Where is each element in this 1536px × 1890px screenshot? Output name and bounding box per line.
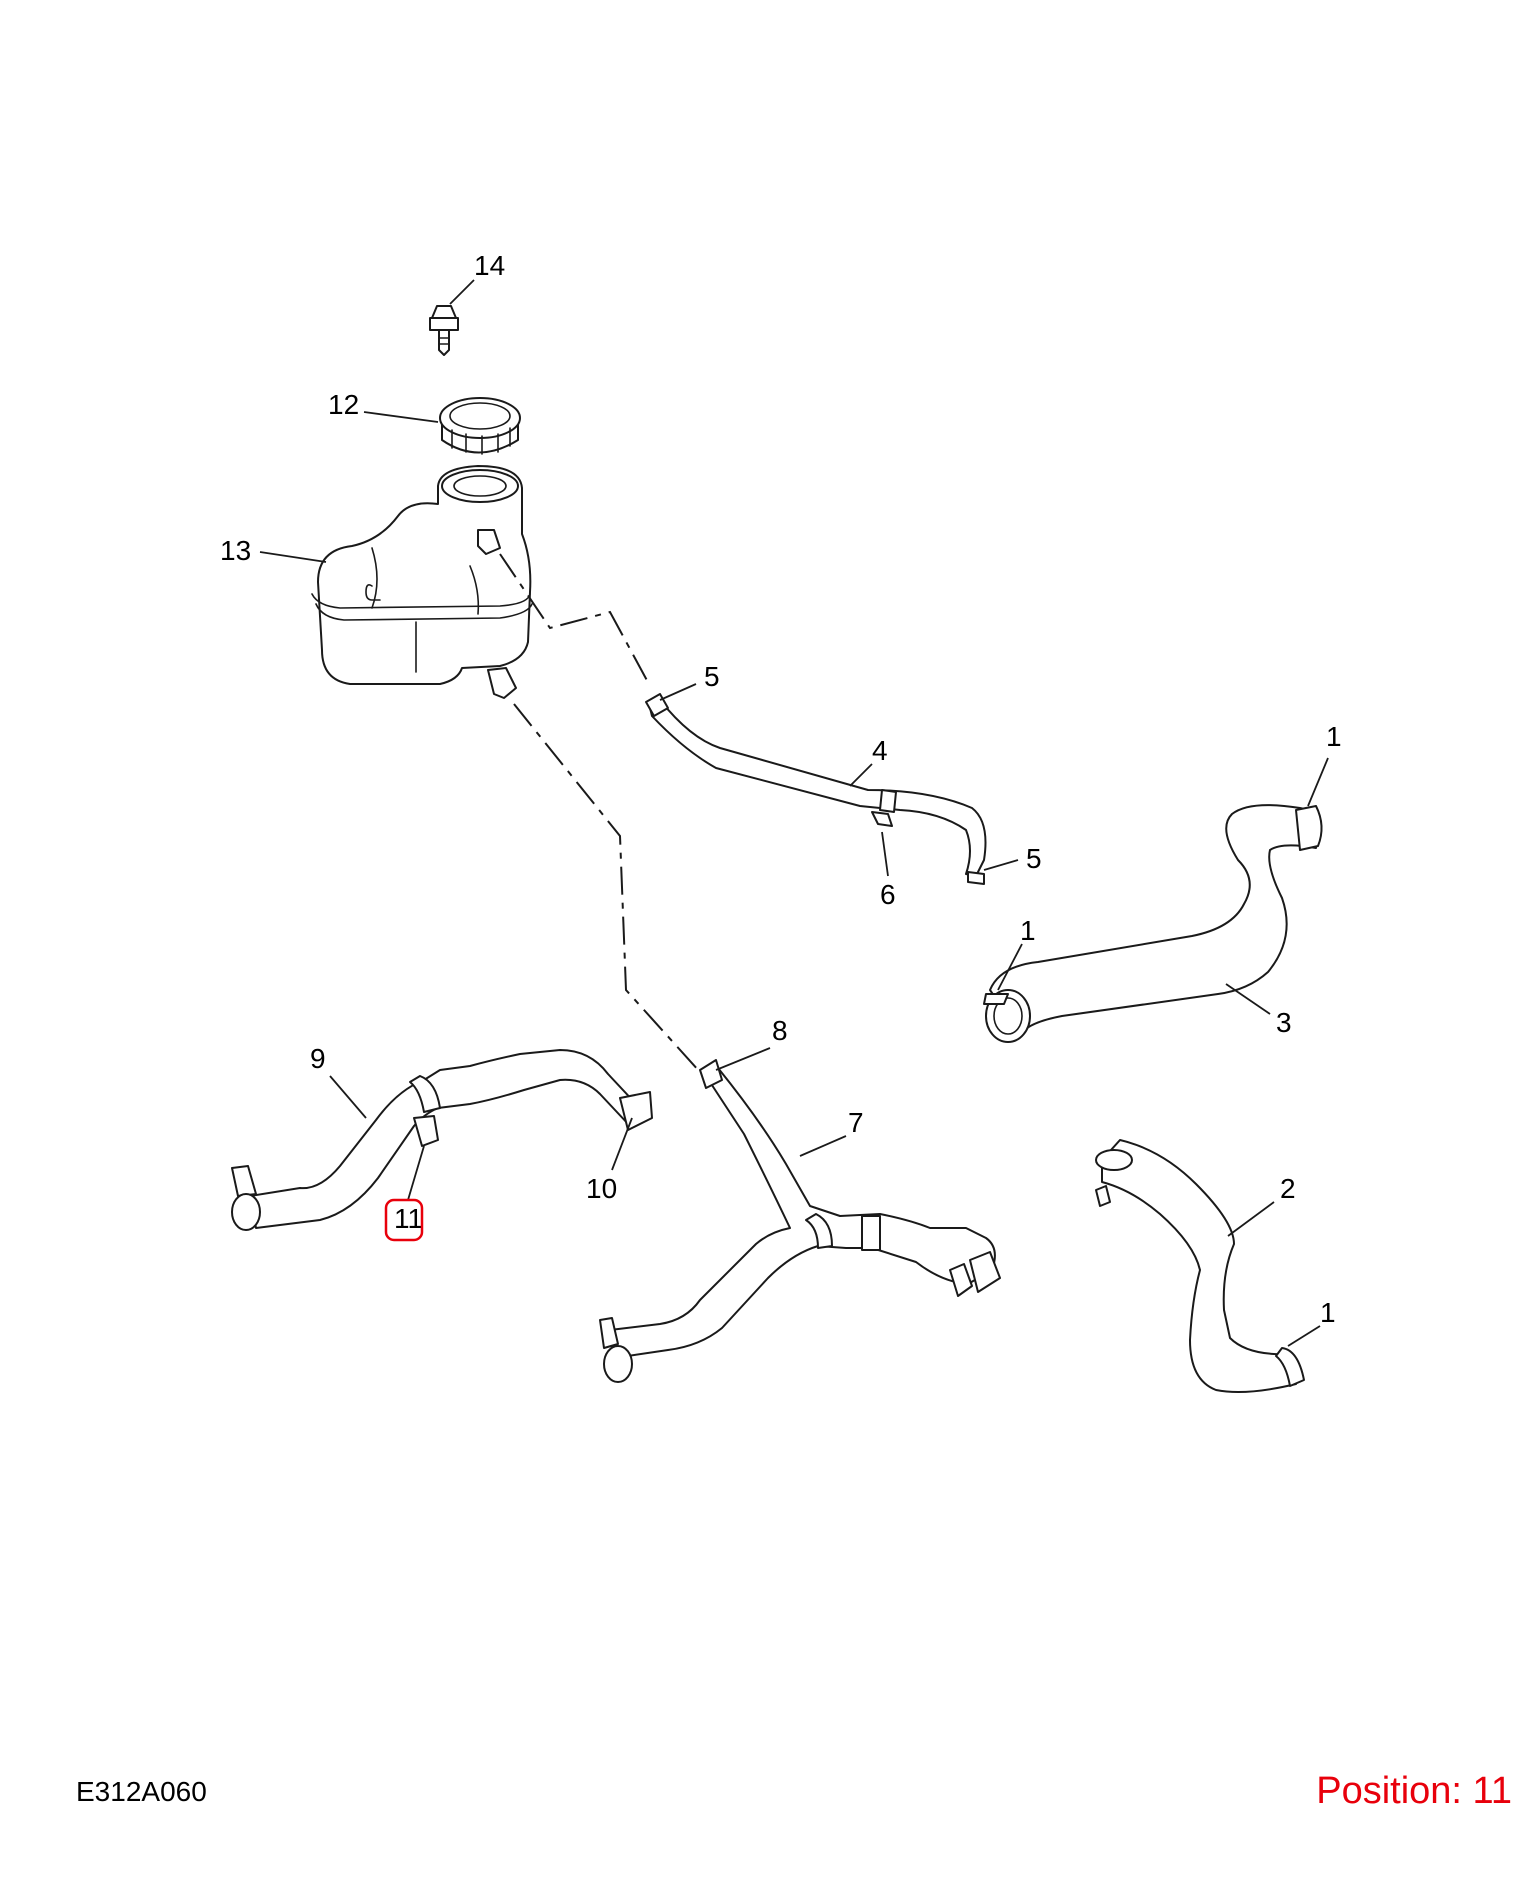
part-13-expansion-tank[interactable]	[311, 465, 533, 699]
callout-10[interactable]: 10	[586, 1173, 617, 1204]
callout-6[interactable]: 6	[880, 879, 896, 910]
callout-12[interactable]: 12	[328, 389, 359, 420]
part-2-radiator-lower-hose[interactable]	[1095, 1139, 1305, 1393]
callout-1-bottom[interactable]: 1	[1320, 1297, 1336, 1328]
callout-4[interactable]: 4	[872, 735, 888, 766]
routing-line-lower	[513, 703, 701, 1073]
callout-5-upper[interactable]: 5	[704, 661, 720, 692]
callout-14[interactable]: 14	[474, 250, 505, 281]
callout-11[interactable]: 11	[394, 1203, 423, 1234]
part-12-filler-cap[interactable]	[439, 397, 521, 455]
position-label: Position: 11	[1316, 1770, 1512, 1812]
callout-7[interactable]: 7	[848, 1107, 864, 1138]
callout-8[interactable]: 8	[772, 1015, 788, 1046]
part-4-bleed-hose[interactable]	[645, 693, 987, 885]
position-highlight-box	[384, 1198, 424, 1242]
part-3-radiator-hose[interactable]	[983, 804, 1323, 1043]
leader-lines	[259, 279, 1329, 1347]
drawing-code: E312A060	[76, 1776, 207, 1807]
callout-1-top[interactable]: 1	[1326, 721, 1342, 752]
callout-13[interactable]: 13	[220, 535, 251, 566]
callout-3[interactable]: 3	[1276, 1007, 1292, 1038]
callout-2[interactable]: 2	[1280, 1173, 1296, 1204]
callout-1-mid[interactable]: 1	[1020, 915, 1036, 946]
callout-5-lower[interactable]: 5	[1026, 843, 1042, 874]
callout-9[interactable]: 9	[310, 1043, 326, 1074]
part-14-bolt[interactable]	[429, 305, 459, 356]
routing-line-upper	[499, 553, 651, 687]
part-9-heater-hose[interactable]	[231, 1049, 653, 1231]
part-7-heater-y-hose[interactable]	[599, 1059, 1001, 1383]
